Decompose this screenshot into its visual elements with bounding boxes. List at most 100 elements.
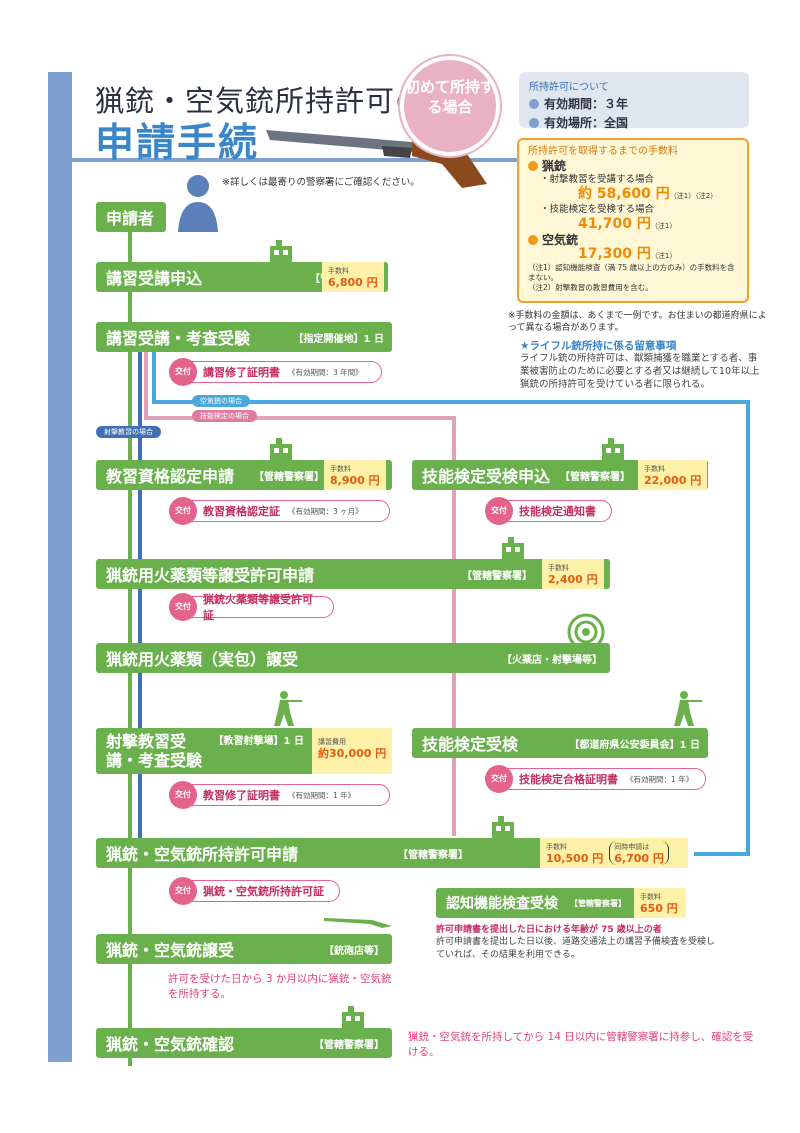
step-gunpowder-receive: 猟銃用火薬類（実包）譲受 【火薬店・射撃場等】: [96, 643, 610, 673]
cert-course: 交付講習修了証明書《有効期間：3 年間》: [169, 358, 382, 386]
step-label: 猟銃用火薬類（実包）譲受: [106, 650, 299, 669]
step-label: 猟銃用火薬類等譲受許可申請: [106, 566, 315, 585]
step-label: 教習資格認定申請: [106, 467, 235, 486]
bullet-icon: [528, 161, 538, 171]
issue-badge: 交付: [169, 358, 197, 386]
applicant-icon: [178, 175, 218, 232]
step-gun-confirm: 猟銃・空気銃確認【管轄警察署】: [96, 1028, 392, 1058]
step-applicant: 申請者: [96, 202, 166, 232]
cert-qualification: 交付教習資格認定証《有効期間：3 ヶ月》: [169, 497, 390, 525]
shooter-icon: [274, 691, 302, 726]
title-line1: 猟銃・空気銃所持許可の: [95, 84, 426, 118]
step-place: 【管轄警察署】: [462, 570, 532, 582]
cert-valid: 《有効期間：1 年》: [626, 774, 694, 784]
skill-branch-h: [144, 416, 454, 420]
fee-value: 22,000 円: [644, 474, 702, 487]
case2: ・技能検定を受検する場合: [540, 204, 655, 215]
fee-label: 手数料: [328, 267, 349, 275]
police-station-icon: [342, 1006, 364, 1028]
issue-badge: 交付: [169, 781, 197, 809]
step-course-exam: 講習受講・考査受験 【指定開催地】1 日: [96, 322, 392, 352]
case2-note: （注1）: [650, 222, 677, 230]
first-time-badge: 初めて所持する場合: [400, 56, 500, 156]
cert-label: 猟銃火薬類等譲受許可証: [203, 593, 313, 622]
fee-value: 6,800 円: [328, 276, 378, 289]
fee-label: 手数料: [548, 564, 569, 572]
fee-label: 手数料: [546, 843, 567, 851]
issue-badge: 交付: [169, 497, 197, 525]
fee-label: 手数料: [330, 465, 351, 473]
cert-gunpowder: 交付猟銃火薬類等譲受許可証: [169, 593, 334, 622]
cert-label: 猟銃・空気銃所持許可証: [203, 885, 324, 898]
cert-skill-pass: 交付技能検定合格証明書《有効期間：1 年》: [485, 765, 706, 793]
skill-flow-line-right: [452, 416, 456, 836]
cert-shooting: 交付教習修了証明書《有効期間：1 年》: [169, 781, 390, 809]
air-note: （注1）: [650, 252, 677, 260]
cognitive-note: 許可申請書を提出した日以後、道路交通法上の講習予備検査を受検していれば、その結果…: [436, 937, 716, 960]
police-station-icon: [492, 816, 514, 838]
left-accent-bar: [48, 72, 72, 1062]
step-place: 【管轄警察署】: [254, 471, 324, 483]
cert-valid: 《有効期間：3 年間》: [288, 367, 363, 377]
bullet-icon: [529, 118, 539, 128]
fee-box: 所持許可を取得するまでの手数料 猟銃 ・射撃教習を受講する場合 約 58,600…: [517, 138, 749, 303]
title-line2: 申請手続: [95, 121, 260, 166]
fee2-label: 同時申請は: [614, 843, 650, 851]
rifle-note-heading: ★ライフル銃所持に係る留意事項: [520, 340, 677, 352]
cert-label: 教習修了証明書: [203, 789, 280, 802]
cert-valid: 《有効期間：1 年》: [288, 790, 356, 800]
fee-label: 講習費用: [318, 738, 346, 746]
issue-badge: 交付: [485, 765, 513, 793]
step-label: 技能検定受検申込: [422, 467, 551, 486]
info-box: 所持許可について 有効期間：３年 有効場所：全国: [519, 72, 749, 130]
cert-valid: 《有効期間：3 ヶ月》: [288, 506, 363, 516]
step-place: 【管轄警察署】: [398, 849, 468, 861]
air-amount: 17,300 円: [578, 246, 651, 262]
info-heading: 所持許可について: [529, 82, 609, 93]
fee-value: 2,400 円: [548, 573, 598, 586]
air-branch-h: [152, 400, 750, 404]
step-place: 【管轄警察署】: [570, 898, 626, 908]
cert-skill-notice: 交付技能検定通知書: [485, 497, 612, 525]
step-label: 技能検定受検: [422, 735, 519, 754]
step-skill-exam: 技能検定受検 【都道府県公安委員会】1 日: [412, 728, 708, 758]
issue-badge: 交付: [169, 593, 197, 621]
fee-heading: 所持許可を取得するまでの手数料: [528, 146, 678, 157]
case2-amount: 41,700 円: [578, 216, 651, 232]
step-label: 猟銃・空気銃所持許可申請: [106, 845, 299, 864]
step-label: 講習受講・考査受験: [106, 329, 251, 348]
step-place: 【銃砲店等】: [324, 945, 384, 957]
step-label: 講習受講申込: [106, 269, 203, 288]
issue-badge: 交付: [169, 877, 197, 905]
step-label: 射撃教習受講・考査受験: [106, 732, 203, 770]
step-place: 【火薬店・射撃場等】: [502, 654, 602, 666]
step-label: 認知機能検査受検: [446, 896, 558, 912]
case1-amount: 約 58,600 円: [578, 186, 670, 202]
bullet-icon: [529, 99, 539, 109]
shooting-flow-line: [138, 350, 142, 838]
air-label: 空気銃: [542, 233, 579, 247]
fee-label: 手数料: [640, 893, 661, 901]
air-tag: 空気銃の場合: [192, 395, 250, 407]
step-gun-receive: 猟銃・空気銃譲受【銃砲店等】: [96, 934, 392, 964]
step-place: 【都道府県公安委員会】1 日: [569, 739, 700, 751]
case1: ・射撃教習を受講する場合: [540, 174, 655, 185]
rifle-note-body: ライフル銃の所持許可は、獣類捕獲を職業とする者、事業被害防止のために必要とする者…: [520, 353, 760, 390]
gun-confirm-note: 猟銃・空気銃を所持してから 14 日以内に管轄警察署に持参し、確認を受ける。: [408, 1031, 754, 1058]
step-place: 【教習射撃場】1 日: [213, 736, 304, 747]
skill-flow-line: [144, 350, 148, 420]
shooting-tag: 射撃教習の場合: [96, 426, 161, 438]
case1-note: （注1）（注2）: [669, 192, 718, 200]
air-arrow: [694, 852, 750, 856]
step-place: 【指定開催地】1 日: [293, 333, 384, 345]
police-station-icon: [502, 537, 524, 559]
fee-example-note: ※手数料の金額は、あくまで一例です。お住まいの都道府県によって異なる場合がありま…: [508, 311, 767, 333]
air-flow-line-right: [746, 400, 750, 855]
issue-badge: 交付: [485, 497, 513, 525]
